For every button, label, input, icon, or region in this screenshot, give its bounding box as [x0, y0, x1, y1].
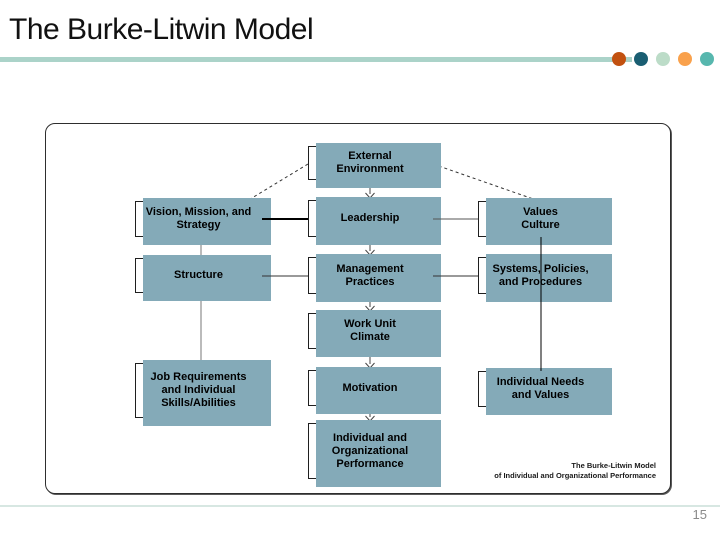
- diagram-caption: The Burke-Litwin Model of Individual and…: [494, 461, 656, 481]
- node-label: Systems, Policies, and Procedures: [492, 262, 589, 288]
- node-label: Values Culture: [521, 206, 560, 231]
- node-leadership: Leadership: [308, 197, 441, 245]
- node-label: Work Unit Climate: [344, 318, 396, 343]
- node-label: Job Requirements and Individual Skills/A…: [150, 371, 247, 409]
- accent-dots: [612, 52, 714, 66]
- footer-divider-line: [0, 505, 720, 507]
- accent-dot-teal-icon: [700, 52, 714, 66]
- dashed-connectors: [246, 163, 540, 202]
- node-management-practices: Management Practices: [308, 254, 441, 302]
- node-label: Individual and Organizational Performanc…: [331, 431, 409, 470]
- node-job-requirements-skills: Job Requirements and Individual Skills/A…: [135, 360, 271, 426]
- caption-line2: of Individual and Organizational Perform…: [494, 471, 656, 480]
- accent-dot-rust-icon: [612, 52, 626, 66]
- accent-dot-orange-icon: [678, 52, 692, 66]
- node-vision-mission-strategy: Vision, Mission, and Strategy: [135, 198, 271, 245]
- page-number: 15: [692, 507, 707, 522]
- node-work-unit-climate: Work Unit Climate: [308, 310, 441, 357]
- node-label: External Environment: [336, 150, 404, 175]
- node-motivation: Motivation: [308, 367, 441, 414]
- node-individual-org-performance: Individual and Organizational Performanc…: [308, 420, 441, 487]
- title-divider-line: [0, 57, 632, 62]
- node-label: Individual Needs and Values: [496, 376, 585, 401]
- page-title: The Burke-Litwin Model: [9, 13, 314, 46]
- node-label: Leadership: [340, 212, 400, 224]
- node-label: Motivation: [342, 381, 398, 394]
- node-values-culture: Values Culture: [478, 198, 612, 245]
- node-label: Management Practices: [336, 262, 404, 288]
- accent-dot-dark-teal-icon: [634, 52, 648, 66]
- node-structure: Structure: [135, 255, 271, 301]
- node-label: Vision, Mission, and Strategy: [145, 206, 252, 231]
- node-label: Structure: [174, 269, 223, 281]
- accent-dot-pale-green-icon: [656, 52, 670, 66]
- node-individual-needs-values: Individual Needs and Values: [478, 368, 612, 415]
- caption-line1: The Burke-Litwin Model: [571, 461, 656, 470]
- node-external-environment: External Environment: [308, 143, 441, 188]
